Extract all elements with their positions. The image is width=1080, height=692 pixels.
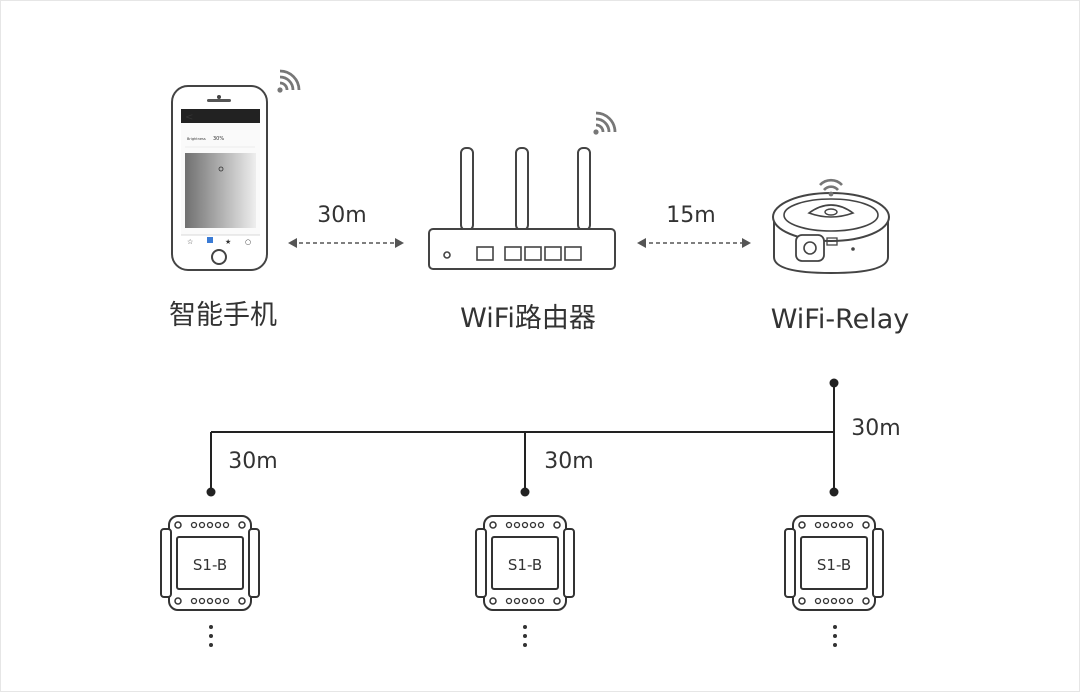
svg-text:<: < (185, 112, 193, 123)
relay-label: WiFi-Relay (771, 304, 910, 335)
phone-router-distance: 30m (317, 203, 366, 228)
more-modules-dots (209, 625, 837, 647)
smartphone: < Brightness 30% ☆ ★ ○ (171, 69, 301, 271)
module-1: S1-B (160, 515, 260, 611)
phone-wifi-signal-icon (275, 69, 301, 94)
svg-text:Brightness: Brightness (187, 137, 206, 141)
svg-text:★: ★ (225, 238, 231, 246)
bus-module-2-distance: 30m (544, 449, 593, 474)
bus-module-1-distance: 30m (228, 449, 277, 474)
router-wifi-signal-icon (592, 111, 617, 137)
wifi-router (428, 111, 617, 270)
module-3: S1-B (784, 515, 884, 611)
module-2-label: S1-B (508, 556, 542, 574)
link-router-relay (637, 238, 751, 248)
relay-wifi-signal-icon (828, 191, 834, 197)
module-2: S1-B (475, 515, 575, 611)
link-phone-router (288, 238, 404, 248)
relay-bus-distance: 30m (851, 416, 900, 441)
svg-text:☆: ☆ (187, 238, 193, 246)
module-1-label: S1-B (193, 556, 227, 574)
router-relay-distance: 15m (666, 203, 715, 228)
svg-text:○: ○ (245, 238, 251, 246)
wifi-relay-device (772, 178, 890, 275)
phone-label: 智能手机 (169, 300, 277, 331)
bus-wiring (206, 378, 839, 497)
router-label: WiFi路由器 (460, 303, 596, 334)
phone-brightness-value: 30% (213, 136, 224, 142)
module-3-label: S1-B (817, 556, 851, 574)
